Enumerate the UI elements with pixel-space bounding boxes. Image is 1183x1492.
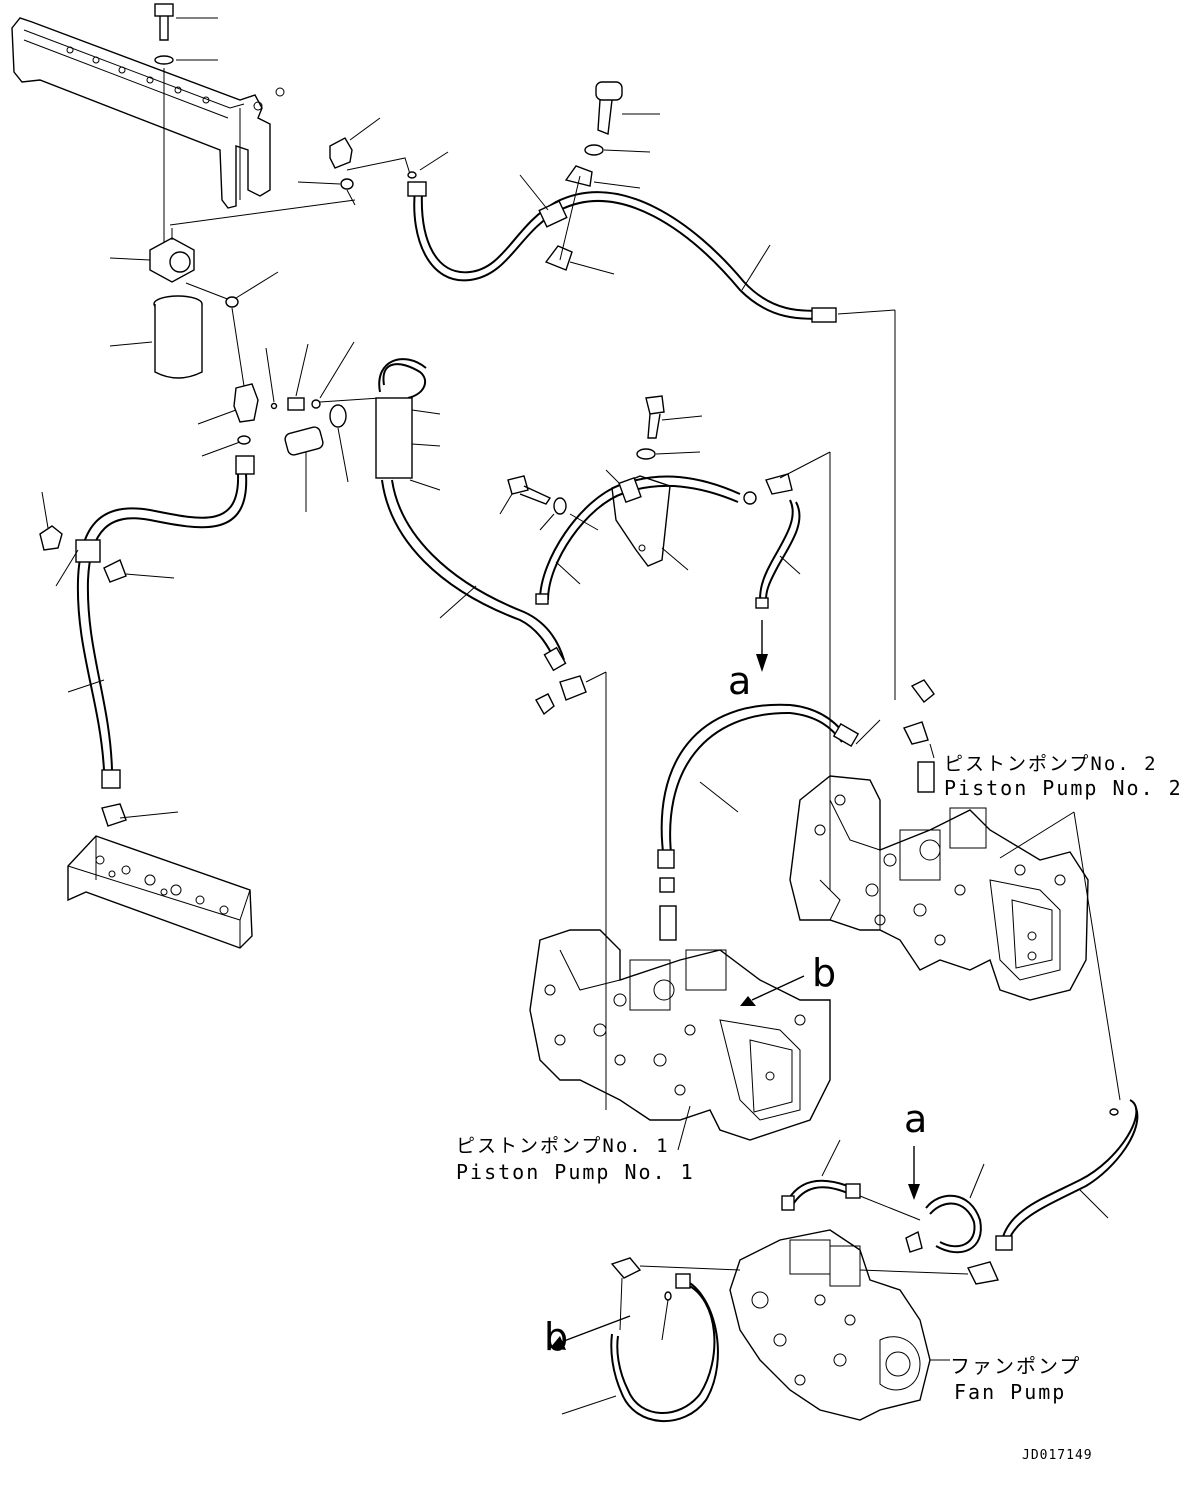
filter-assembly bbox=[109, 199, 356, 387]
left-hose bbox=[39, 455, 255, 827]
drawing-code: JD017149 bbox=[1022, 1448, 1093, 1463]
marker-a-top: a bbox=[728, 659, 752, 703]
right-fittings-short-hose bbox=[755, 451, 831, 890]
fittings-pump1 bbox=[535, 671, 607, 1110]
fan-pump-label-en: Fan Pump bbox=[954, 1380, 1067, 1404]
valve-block bbox=[67, 835, 253, 949]
fan-pump-hoses bbox=[781, 1139, 1000, 1285]
center-hose bbox=[657, 703, 881, 941]
bottom-left-hose bbox=[550, 1257, 741, 1422]
piston-pump-2 bbox=[789, 775, 1089, 1001]
clamp-bolt-top-right bbox=[544, 81, 660, 275]
hose-clamp-to-right bbox=[535, 475, 757, 605]
pump2-label-jp: ピストンポンプNo. 2 bbox=[944, 753, 1158, 775]
arrow-a-bottom bbox=[908, 1146, 920, 1200]
fan-pump bbox=[729, 1229, 950, 1421]
bolt-top-left bbox=[154, 3, 218, 250]
pump1-label-en: Piston Pump No. 1 bbox=[456, 1160, 695, 1184]
marker-b-mid: b bbox=[812, 951, 837, 995]
mounting-bracket bbox=[11, 17, 285, 209]
elbow-fittings-left bbox=[197, 341, 381, 512]
pump2-label-en: Piston Pump No. 2 bbox=[944, 776, 1183, 800]
right-long-hose bbox=[995, 811, 1139, 1251]
hydraulic-piping-diagram bbox=[11, 3, 1139, 1422]
pump1-label-jp: ピストンポンプNo. 1 bbox=[456, 1135, 670, 1157]
upper-hose bbox=[407, 174, 896, 700]
arrow-a-top bbox=[756, 620, 768, 672]
arrow-b-mid bbox=[740, 975, 805, 1006]
vertical-sleeved-hose bbox=[375, 358, 567, 672]
fittings-pump2 bbox=[903, 679, 935, 793]
marker-b-bottom: b bbox=[544, 1315, 569, 1359]
fan-pump-label-jp: ファンポンプ bbox=[950, 1354, 1082, 1378]
piston-pump-1 bbox=[529, 929, 831, 1151]
marker-a-bottom: a bbox=[904, 1097, 928, 1141]
middle-bracket-bolts bbox=[499, 395, 703, 571]
fitting-top-center bbox=[297, 117, 449, 206]
